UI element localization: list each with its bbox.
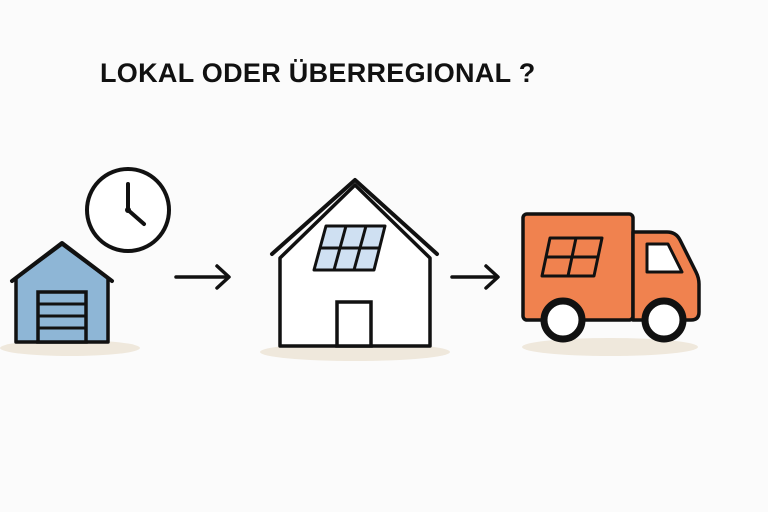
page-title: LOKAL ODER ÜBERREGIONAL ? (100, 58, 536, 88)
solar-panel-icon (540, 236, 604, 278)
solar-panel-icon (312, 224, 387, 272)
garage-shadow (0, 340, 140, 356)
garage-icon (10, 241, 114, 344)
arrow-right-icon (174, 264, 231, 290)
truck-shadow (522, 338, 698, 356)
clock-icon (85, 167, 171, 253)
delivery-truck-with-solar-panel-icon (521, 212, 701, 343)
truck-wheel-rear (540, 297, 586, 343)
house-door (335, 300, 373, 348)
truck-wheel-front (641, 297, 687, 343)
truck-window (645, 242, 684, 274)
house-with-solar-panel-icon (270, 178, 439, 348)
arrow-right-icon (450, 264, 500, 290)
